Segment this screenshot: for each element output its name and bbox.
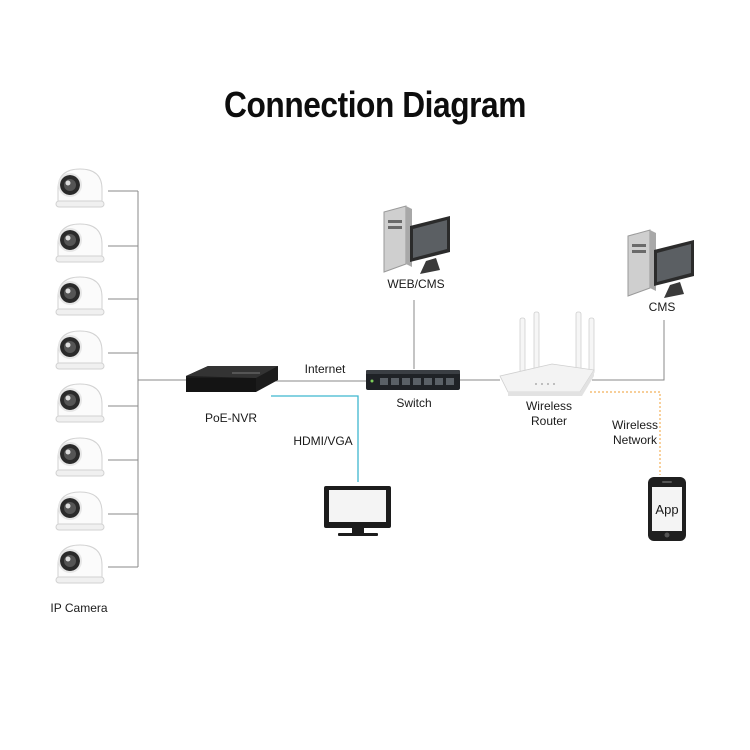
cms-label: CMS — [648, 300, 676, 314]
camera-bus-lines — [108, 190, 186, 568]
ip-camera-group — [55, 168, 105, 584]
wireless-line — [590, 391, 661, 475]
dome-camera-icon — [55, 491, 105, 531]
ip-camera-label: IP Camera — [50, 601, 108, 615]
monitor-icon — [324, 486, 391, 536]
nvr-label: PoE-NVR — [204, 411, 257, 425]
dome-camera-icon — [55, 383, 105, 423]
app-label: App — [655, 502, 679, 517]
wireless-router-label-line2: Router — [530, 414, 568, 428]
smartphone-icon — [648, 477, 686, 541]
dome-camera-icon — [55, 544, 105, 584]
wireless-network-label-line2: Network — [612, 433, 657, 447]
dome-camera-icon — [55, 437, 105, 477]
wireless-network-label-line1: Wireless — [611, 418, 658, 432]
dome-camera-icon — [55, 168, 105, 208]
web-cms-label: WEB/CMS — [387, 277, 445, 291]
nvr-icon — [186, 366, 278, 392]
switch-icon — [366, 370, 460, 390]
web-cms-computer-icon — [383, 205, 451, 275]
cms-computer-icon — [627, 229, 695, 299]
switch-label: Switch — [396, 396, 432, 410]
hdmi-line — [271, 395, 359, 482]
wireless-router-icon — [499, 311, 595, 396]
hdmi-vga-label: HDMI/VGA — [293, 434, 353, 448]
dome-camera-icon — [55, 330, 105, 370]
diagram-title: Connection Diagram — [224, 84, 526, 125]
dome-camera-icon — [55, 276, 105, 316]
internet-label: Internet — [304, 362, 346, 376]
dome-camera-icon — [55, 223, 105, 263]
wireless-router-label-line1: Wireless — [525, 399, 572, 413]
router-cms-line — [592, 320, 665, 381]
